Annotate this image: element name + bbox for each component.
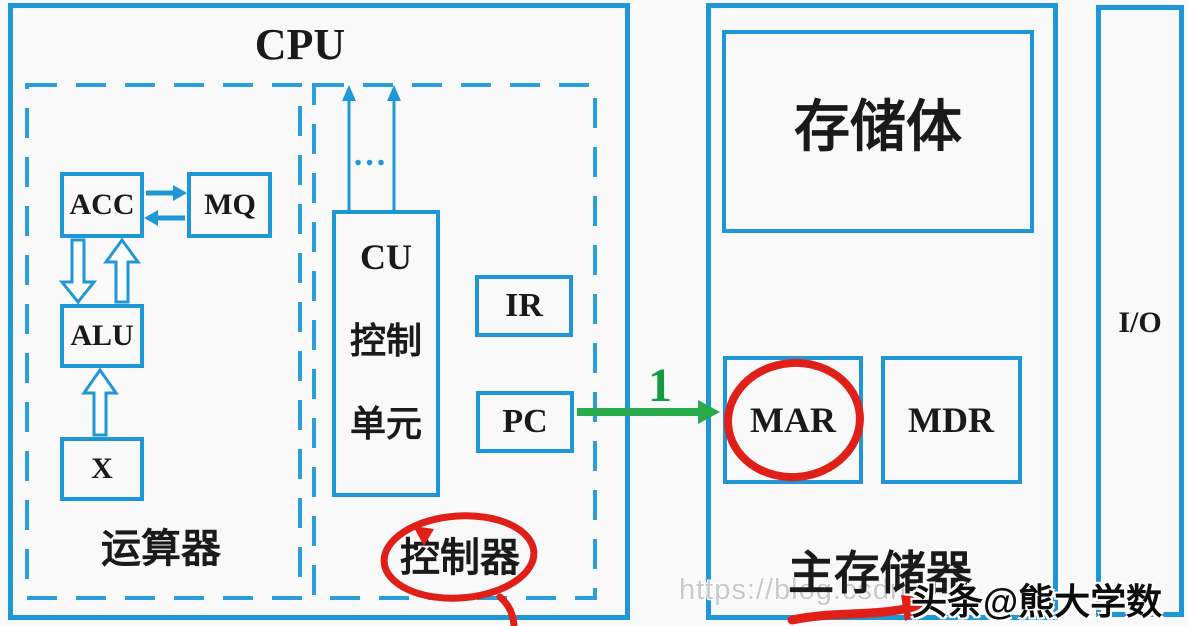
arithmetic-unit-label: 运算器 (101, 526, 221, 571)
controller-label: 控制器 (400, 535, 520, 580)
x-label: X (91, 452, 113, 485)
main-memory-label: 主存储器 (788, 548, 972, 599)
mdr-register-box (881, 356, 1022, 484)
pc-label: PC (502, 403, 548, 440)
alu-label: ALU (70, 319, 134, 352)
cu-label-line1: CU (360, 237, 412, 277)
storage-body-box (722, 30, 1034, 233)
cu-label-line3: 单元 (349, 404, 423, 444)
mq-label: MQ (204, 188, 256, 221)
mar-label: MAR (750, 400, 836, 440)
io-label: I/O (1118, 306, 1162, 339)
acc-label: ACC (69, 188, 135, 221)
cpu-title: CPU (254, 20, 346, 69)
watermark-credit: 头条@熊大学数学 (911, 581, 1163, 622)
ir-label: IR (505, 287, 543, 324)
cu-ellipsis: … (352, 136, 390, 173)
storage-body-label: 存储体 (794, 97, 962, 159)
step-1-label: 1 (648, 359, 672, 412)
io-box (1096, 5, 1184, 617)
watermark-url: https://blog.csdn (679, 574, 908, 606)
cpu-box (8, 3, 630, 620)
mdr-label: MDR (908, 400, 994, 440)
cu-label-line2: 控制 (349, 321, 423, 361)
